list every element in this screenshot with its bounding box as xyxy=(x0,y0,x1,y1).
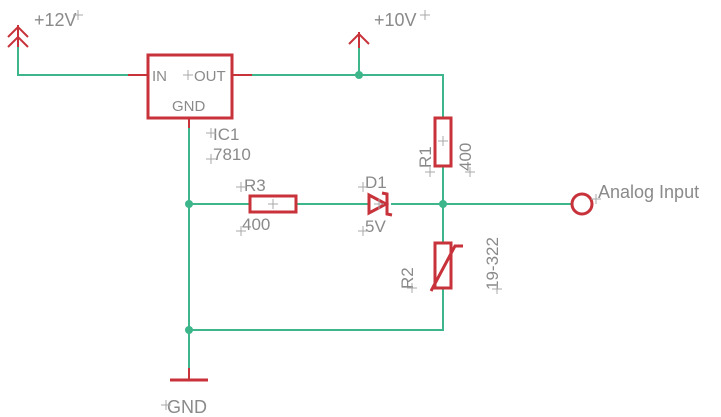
junction-dot xyxy=(355,71,363,79)
junction-dot xyxy=(185,200,193,208)
supply-12v[interactable]: +12V xyxy=(7,10,83,48)
supply-arrow-icon xyxy=(7,25,29,48)
r2-value: 19-322 xyxy=(483,237,502,290)
junctions xyxy=(185,71,447,334)
supply-10v[interactable]: +10V xyxy=(348,10,430,48)
r2-thermistor[interactable]: R2 19-322 xyxy=(398,237,502,294)
ic1-pin-gnd: GND xyxy=(172,98,206,115)
junction-dot xyxy=(439,200,447,208)
ic1-pin-out: OUT xyxy=(194,68,226,85)
zener-diode-icon xyxy=(367,191,393,217)
analog-input-connector[interactable]: Analog Input xyxy=(570,182,699,216)
supply-arrow-icon xyxy=(348,32,370,48)
d1-value: 5V xyxy=(365,217,386,236)
resistor-icon xyxy=(433,116,453,168)
analog-input-label: Analog Input xyxy=(598,182,699,202)
connector-ring-icon xyxy=(570,192,594,216)
r3-value: 400 xyxy=(242,215,270,234)
d1-zener[interactable]: D1 5V xyxy=(358,173,393,236)
resistor-icon xyxy=(248,194,298,214)
ic1-name: IC1 xyxy=(213,125,239,144)
r3-name: R3 xyxy=(244,176,266,195)
ground-label: GND xyxy=(167,397,207,417)
r1-value: 400 xyxy=(456,143,475,171)
thermistor-icon xyxy=(429,241,463,292)
r1-resistor[interactable]: R1 400 xyxy=(416,116,475,177)
r2-name: R2 xyxy=(398,267,417,289)
r1-name: R1 xyxy=(416,146,435,168)
ic1-regulator[interactable]: IN OUT GND IC1 7810 xyxy=(128,53,252,164)
ground-symbol[interactable]: GND xyxy=(161,368,208,417)
ic1-pin-in: IN xyxy=(152,68,167,85)
supply-10v-label: +10V xyxy=(374,10,417,30)
d1-name: D1 xyxy=(365,173,387,192)
wires xyxy=(17,44,573,379)
r3-resistor[interactable]: R3 400 xyxy=(236,176,298,236)
supply-12v-label: +12V xyxy=(34,10,77,30)
junction-dot xyxy=(185,326,193,334)
ic1-value: 7810 xyxy=(213,145,251,164)
